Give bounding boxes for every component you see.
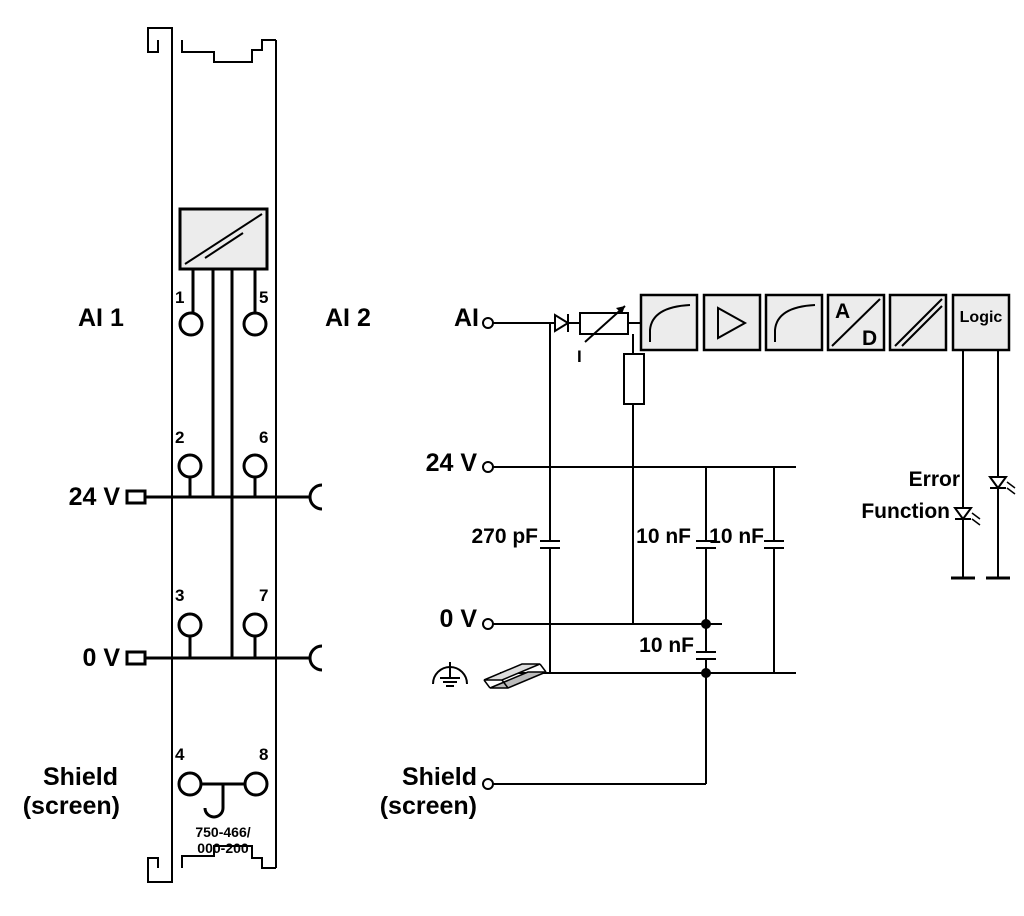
terminal-number-6: 6 (259, 428, 268, 447)
terminal-4 (177, 771, 203, 797)
module-0v-label: 0 V (82, 644, 120, 672)
terminal-number-1: 1 (175, 288, 184, 307)
part-number-line-1: 750-466/ (195, 824, 250, 840)
ai-input-label: AI (454, 304, 479, 332)
logic-label: Logic (960, 309, 1003, 326)
part-number-line-2: 000-200 (197, 840, 249, 856)
filter-icon (649, 304, 691, 342)
terminal-7 (242, 612, 268, 638)
converter-diagonal-1 (184, 213, 263, 265)
cap-270pf-label: 270 pF (471, 525, 538, 548)
function-label: Function (861, 500, 950, 523)
cap-10nf-a-label: 10 nF (636, 525, 691, 548)
diode-icon (554, 313, 570, 333)
potentiometer-icon (579, 305, 629, 343)
converter-diagonal-2 (204, 232, 244, 259)
amplifier-box (702, 293, 762, 352)
isolator-icon (894, 298, 943, 347)
current-symbol: I (577, 347, 582, 366)
terminal-number-2: 2 (175, 428, 184, 447)
module-housing-outline (147, 27, 277, 883)
ai-input-terminal (482, 317, 494, 329)
terminal-5 (242, 311, 268, 337)
terminal-6 (242, 453, 268, 479)
terminal-number-7: 7 (259, 586, 268, 605)
logic-box (951, 293, 1011, 352)
error-label: Error (909, 468, 960, 491)
module-shield-label-1: Shield (43, 763, 118, 791)
terminal-number-5: 5 (259, 288, 268, 307)
terminal-2 (177, 453, 203, 479)
module-24v-label: 24 V (69, 483, 121, 511)
terminal-1 (178, 311, 204, 337)
adc-label-a: A (835, 300, 850, 323)
terminal-3 (177, 612, 203, 638)
module-shield-label-2: (screen) (23, 792, 120, 820)
connector-24v-left (125, 489, 147, 505)
led-icon (953, 507, 981, 526)
resistor-icon (623, 353, 645, 405)
connector-0v-right (308, 644, 323, 672)
terminal-8 (243, 771, 269, 797)
filter-2-icon (774, 304, 816, 342)
circuit-shield-label-2: (screen) (380, 792, 477, 820)
shield-terminal (482, 778, 494, 790)
0v-terminal (482, 618, 494, 630)
cap-10nf-c-label: 10 nF (639, 634, 694, 657)
circuit-24v-label: 24 V (426, 449, 478, 477)
24v-terminal (482, 461, 494, 473)
connector-0v-left (125, 650, 147, 666)
channel-1-label: AI 1 (78, 304, 124, 332)
adc-diagonal (831, 298, 881, 347)
circuit-shield-label-1: Shield (402, 763, 477, 791)
circuit-0v-label: 0 V (439, 605, 477, 633)
adc-label-d: D (862, 327, 877, 350)
module-body: 1 5 2 6 3 7 4 8 750-466/ 000-200 (125, 27, 323, 883)
channel-2-label: AI 2 (325, 304, 371, 332)
terminal-number-8: 8 (259, 745, 268, 764)
ground-icon (432, 662, 468, 687)
function-led-icon (988, 476, 1016, 495)
circuit-schematic: AI I A D (380, 293, 1016, 820)
connector-24v-right (308, 483, 323, 511)
terminal-number-4: 4 (175, 745, 185, 764)
shield-hook (203, 784, 225, 819)
din-rail-icon (483, 663, 547, 689)
amplifier-icon (717, 306, 748, 340)
cap-10nf-b-label: 10 nF (709, 525, 764, 548)
terminal-number-3: 3 (175, 586, 184, 605)
